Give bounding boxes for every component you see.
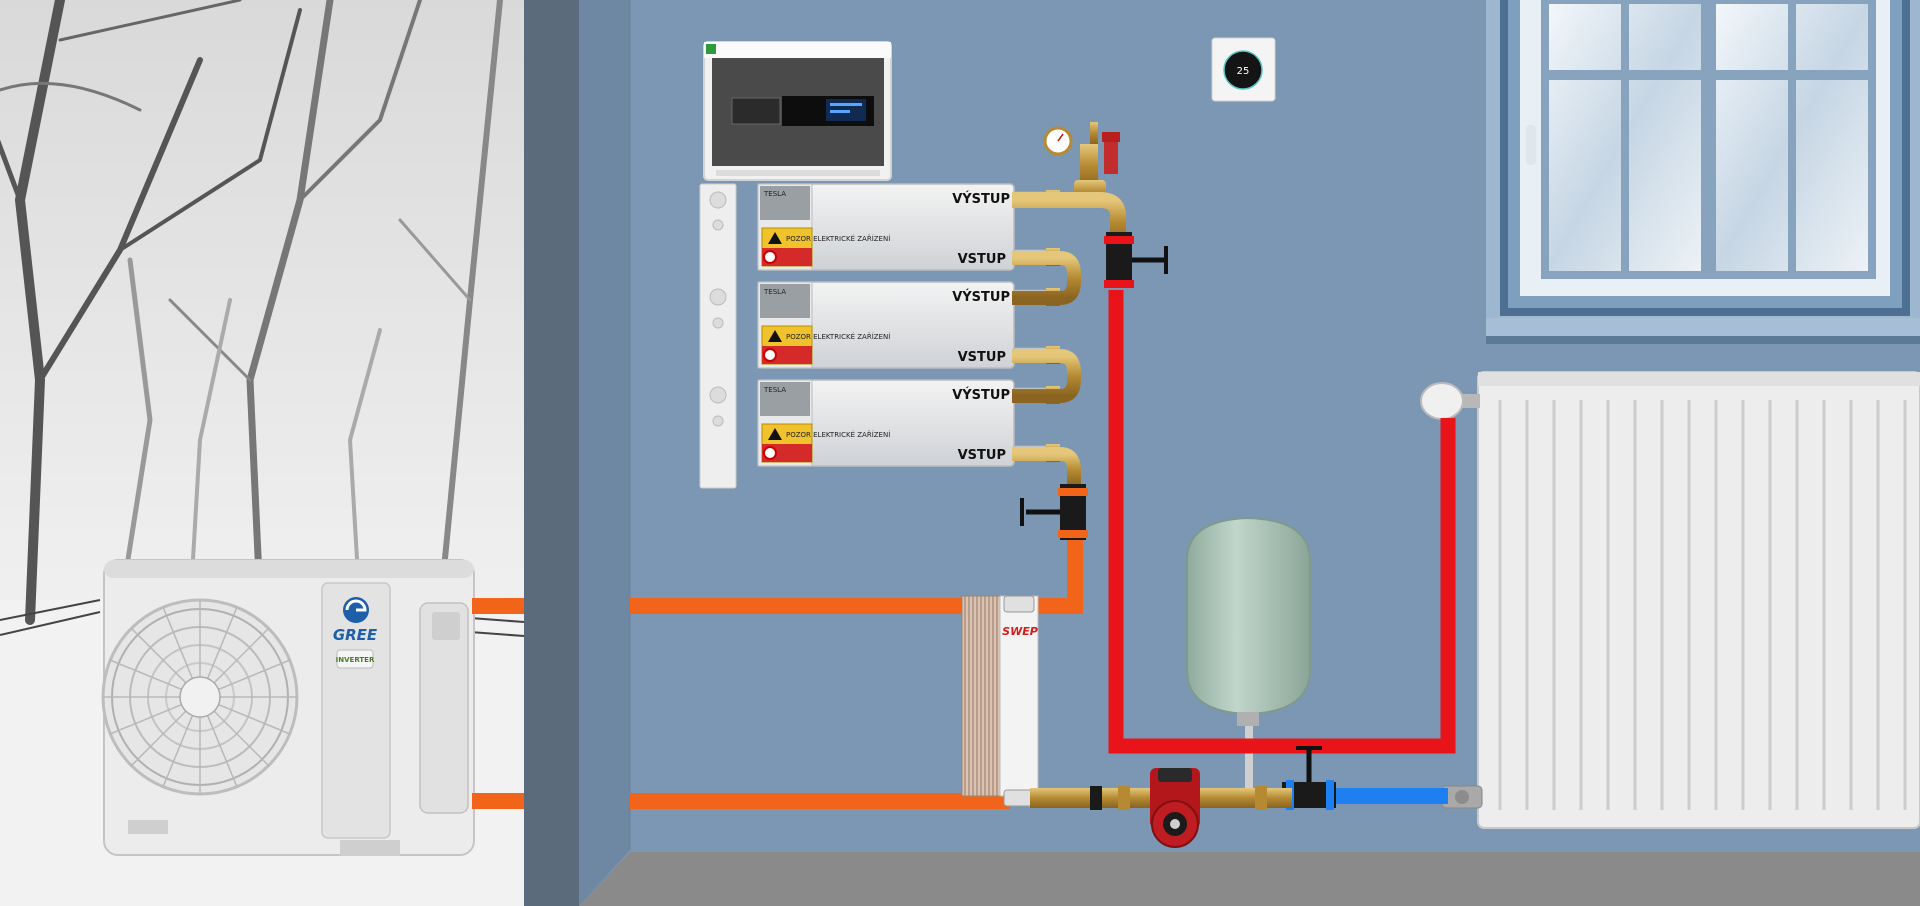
heater-nameplate: TESLA bbox=[763, 386, 786, 394]
outdoor-return-pipe bbox=[472, 793, 524, 809]
warning-icon bbox=[768, 330, 782, 342]
wall-section bbox=[524, 0, 631, 906]
heater-warning-label: POZOR ELEKTRICKÉ ZAŘÍZENÍ bbox=[786, 430, 890, 439]
primary-ball-valve[interactable] bbox=[1020, 484, 1088, 540]
circulation-pump[interactable] bbox=[1150, 768, 1200, 848]
cabinet-logo-icon bbox=[706, 44, 716, 54]
heater-input-label: VSTUP bbox=[958, 252, 1006, 267]
outdoor-unit[interactable]: GREE INVERTER bbox=[101, 559, 475, 856]
radiator-fins bbox=[1498, 400, 1907, 810]
heater-connection-elbows bbox=[1012, 251, 1081, 486]
no-entry-icon bbox=[763, 250, 777, 264]
window bbox=[1486, 0, 1920, 344]
no-entry-icon bbox=[763, 348, 777, 362]
warning-icon bbox=[768, 428, 782, 440]
pipe-unions bbox=[1090, 786, 1267, 810]
room-thermostat[interactable]: 25 bbox=[1211, 37, 1276, 102]
outdoor-unit-brand: GREE bbox=[333, 626, 378, 644]
pipe-network bbox=[630, 290, 1456, 809]
outdoor-flow-pipe bbox=[472, 598, 524, 614]
tree-branches bbox=[0, 0, 503, 625]
output-manifold bbox=[1012, 192, 1127, 244]
floor bbox=[579, 852, 1920, 906]
supply-ball-valve[interactable] bbox=[1104, 232, 1168, 288]
heater-nameplate: TESLA bbox=[763, 190, 786, 198]
service-cover bbox=[419, 602, 469, 814]
heater-input-label: VSTUP bbox=[958, 350, 1006, 365]
thermostatic-valve[interactable] bbox=[1420, 382, 1480, 420]
heater-mounting-rail bbox=[699, 183, 737, 489]
warning-icon bbox=[768, 232, 782, 244]
heater-input-label: VSTUP bbox=[958, 448, 1006, 463]
heater-nameplate: TESLA bbox=[763, 288, 786, 296]
window-handle[interactable] bbox=[1526, 125, 1536, 165]
heater-output-label: VÝSTUP bbox=[952, 387, 1010, 403]
park-fence bbox=[0, 599, 525, 637]
heat-exchanger-brand: SWEP bbox=[1002, 625, 1038, 638]
heater-output-label: VÝSTUP bbox=[952, 191, 1010, 207]
electric-heater-2[interactable]: TESLA POZOR ELEKTRICKÉ ZAŘÍZENÍ VÝSTUP VSTU… bbox=[757, 281, 1060, 369]
heater-warning-label: POZOR ELEKTRICKÉ ZAŘÍZENÍ bbox=[786, 234, 890, 243]
control-cabinet[interactable] bbox=[703, 41, 892, 181]
no-entry-icon bbox=[763, 446, 777, 460]
fan-icon bbox=[101, 598, 299, 796]
outdoor-unit-badge: INVERTER bbox=[336, 656, 375, 664]
gauge-icon bbox=[1043, 126, 1073, 156]
heater-output-label: VÝSTUP bbox=[952, 289, 1010, 305]
thermostat-reading: 25 bbox=[1237, 66, 1250, 77]
electric-heater-stack: TESLA POZOR ELEKTRICKÉ ZAŘÍZENÍ VÝSTUP VSTU… bbox=[757, 183, 1060, 467]
plate-heat-exchanger[interactable]: SWEP bbox=[961, 595, 1039, 807]
radiator[interactable] bbox=[1477, 371, 1920, 829]
heater-warning-label: POZOR ELEKTRICKÉ ZAŘÍZENÍ bbox=[786, 332, 890, 341]
electric-heater-1[interactable]: TESLA POZOR ELEKTRICKÉ ZAŘÍZENÍ VÝSTUP VSTU… bbox=[757, 183, 1060, 271]
